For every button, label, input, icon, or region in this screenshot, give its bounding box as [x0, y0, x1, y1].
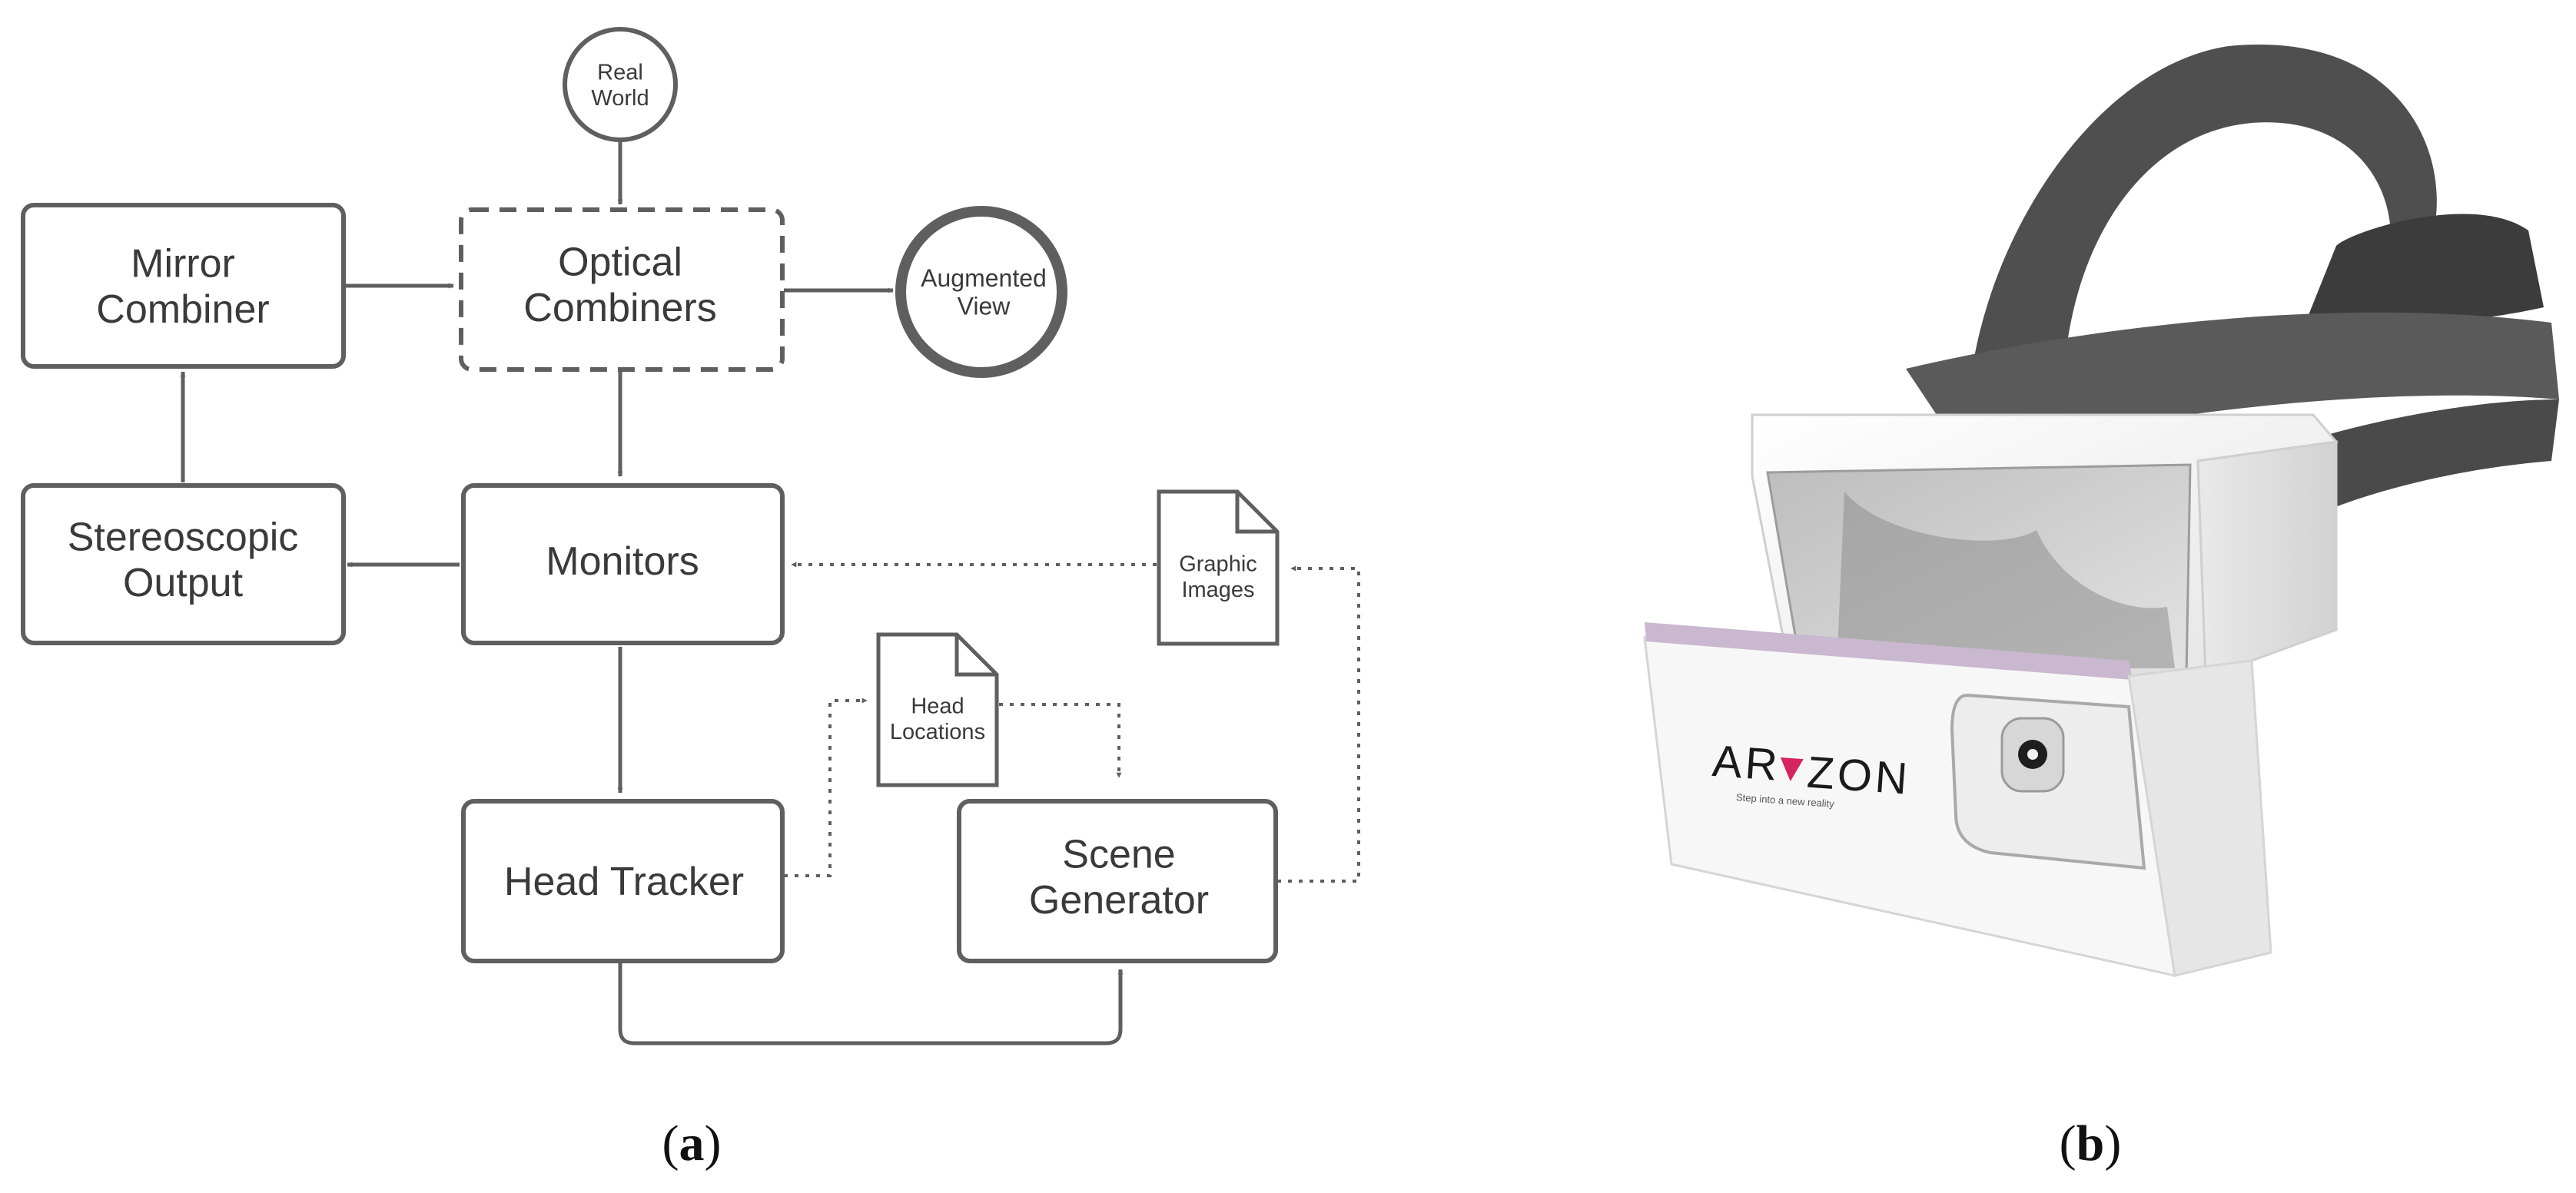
diagram-edges: [180, 138, 1360, 1046]
label-line: View: [958, 293, 1011, 320]
monitors-label: Monitors: [546, 539, 699, 584]
edge-head-locations-to-scene-generator: [999, 703, 1122, 778]
head-tracker-label: Head Tracker: [504, 860, 744, 904]
label-line: Monitors: [546, 539, 699, 584]
label-line: Real: [597, 60, 643, 85]
label-line: World: [591, 86, 649, 111]
svg-text:AR: AR: [1711, 736, 1782, 790]
label-line: Head: [911, 694, 964, 718]
edge-head-tracker-to-scene-generator: [618, 963, 1124, 1046]
top-strap: [1967, 44, 2437, 462]
label-line: Locations: [890, 720, 985, 744]
label-line: Images: [1181, 578, 1254, 602]
phone-edge-strip: [1645, 622, 2133, 680]
label-line: Mirror: [131, 241, 235, 286]
label-line: Generator: [1029, 878, 1209, 923]
edge-scene-generator-to-graphic-images: [1277, 565, 1360, 883]
headset-side-panel: [2196, 440, 2338, 678]
caption-a: (a): [662, 1115, 722, 1171]
aryzon-logo: AR ZON Step into a new reality: [1711, 736, 1912, 810]
label-line: Graphic: [1179, 552, 1257, 576]
label-line: Optical: [558, 240, 682, 284]
edge-head-tracker-to-head-locations: [784, 698, 868, 877]
label-line: Augmented: [921, 264, 1047, 292]
logo-text-left: AR: [1711, 736, 1782, 790]
label-line: Stereoscopic: [68, 515, 299, 559]
label-line: Output: [123, 561, 244, 605]
node-monitors: Monitors: [461, 483, 785, 645]
caption-b-letter: b: [2076, 1115, 2105, 1171]
ar-headset-illustration: AR ZON Step into a new reality (b): [1643, 44, 2559, 1171]
label-line: Combiner: [96, 287, 269, 332]
caption-a-letter: a: [679, 1115, 705, 1171]
label-line: Scene: [1062, 832, 1175, 877]
caption-b: (b): [2060, 1115, 2122, 1171]
rear-strap-pad: [2305, 214, 2544, 326]
node-head-tracker: Head Tracker: [461, 799, 785, 963]
label-line: Combiners: [523, 286, 716, 330]
logo-text-right: ZON: [1805, 747, 1912, 804]
visor-inner-shape: [1837, 492, 2175, 668]
svg-text:ZON: ZON: [1805, 747, 1912, 804]
logo-mark-icon: [1780, 757, 1804, 782]
camera-lens-highlight: [2027, 749, 2038, 760]
tray-side: [2127, 659, 2272, 977]
label-line: Head Tracker: [504, 860, 744, 904]
